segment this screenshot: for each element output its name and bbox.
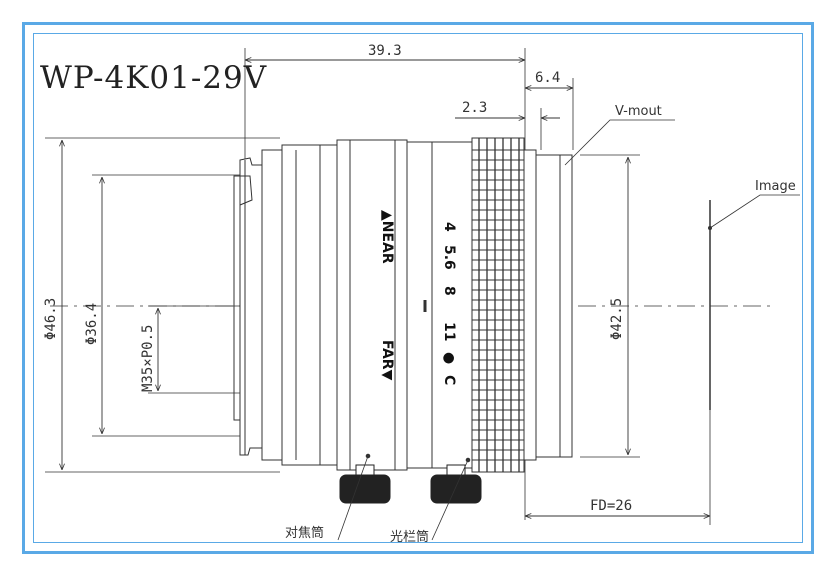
dim-inner-diameter: Φ36.4 <box>84 303 100 345</box>
lens-body <box>233 137 573 473</box>
focus-lock-knob <box>339 464 391 504</box>
aperture-5-6: 5.6 <box>441 245 457 270</box>
aperture-c: C <box>441 375 457 385</box>
dim-total-length: 39.3 <box>368 43 402 59</box>
focus-ring-label: 对焦筒 <box>285 525 324 541</box>
dim-rear-length: 6.4 <box>535 70 560 86</box>
aperture-8: 8 <box>441 286 457 296</box>
model-title: WP-4K01-29V <box>40 60 268 96</box>
mount-label: V-mout <box>615 104 662 119</box>
dim-mount-diameter: Φ42.5 <box>609 298 625 340</box>
dim-outer-diameter: Φ46.3 <box>43 298 59 340</box>
image-point <box>708 226 712 230</box>
knurl-pattern <box>478 138 520 472</box>
iris-lock-knob <box>430 464 482 504</box>
knurl-rows <box>472 149 524 461</box>
leader-lines <box>337 119 800 541</box>
drawing-frame-inner <box>33 33 803 543</box>
dimension-lines <box>62 60 710 516</box>
dim-filter-thread: M35×P0.5 <box>140 325 156 392</box>
image-label: Image <box>755 179 796 194</box>
aperture-dot: ● <box>441 352 457 364</box>
drawing-frame-outer <box>22 22 814 554</box>
dim-flange-distance: FD=26 <box>590 498 632 514</box>
dim-knurl-offset: 2.3 <box>462 100 487 116</box>
focus-near-label: ▲NEAR <box>379 210 395 264</box>
aperture-4: 4 <box>441 222 457 232</box>
focus-far-label: FAR▼ <box>379 340 395 381</box>
iris-ring-label: 光栏筒 <box>390 529 429 545</box>
aperture-11: 11 <box>441 322 457 341</box>
